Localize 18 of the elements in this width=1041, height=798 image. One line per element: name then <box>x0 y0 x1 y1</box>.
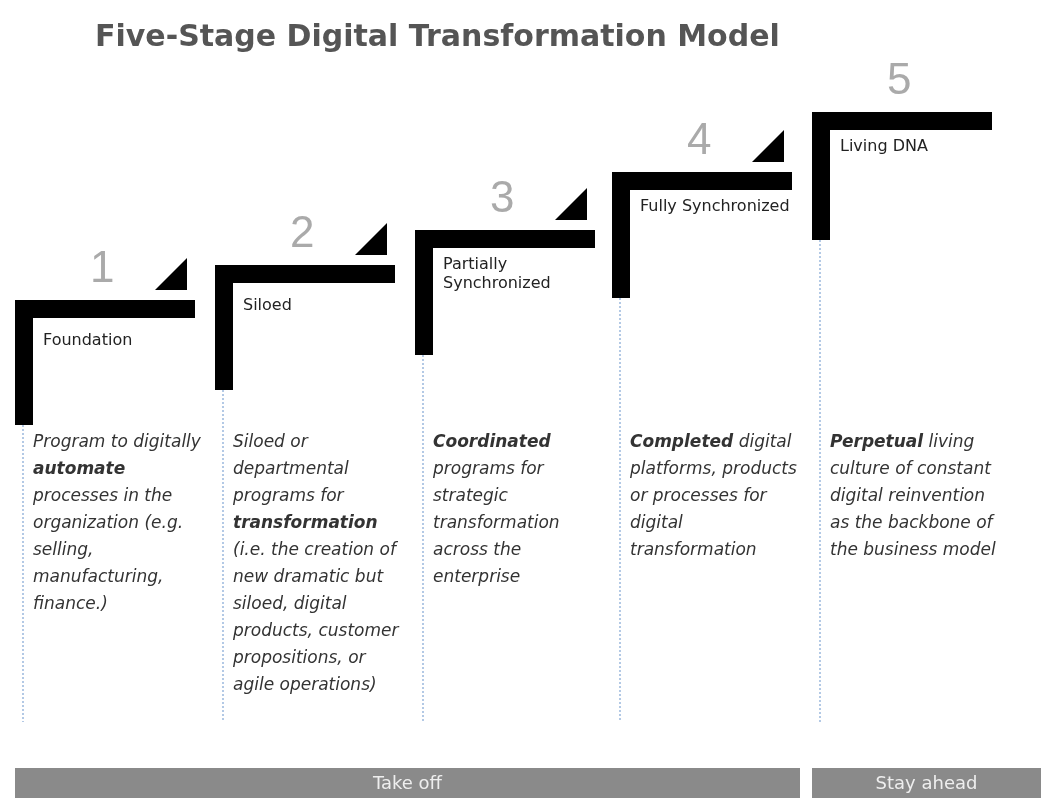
stage-description: Program to digitally automate processes in the organization (e.g. selling, manufacturing, finance.) <box>33 430 202 615</box>
stage-number: 1 <box>90 242 115 292</box>
stage-description: Completed digital platforms, products or processes for digital transformation <box>630 430 798 561</box>
stage-name: Partially Synchronized <box>443 254 552 292</box>
stage-name: Foundation <box>43 330 134 349</box>
stage-number: 3 <box>490 172 515 222</box>
stage-number: 4 <box>687 114 712 164</box>
stage-number: 5 <box>887 54 912 104</box>
stage-name: Siloed <box>243 295 293 314</box>
stage-number: 2 <box>290 207 315 257</box>
stage-description: Coordinated programs for strategic transformation across the enterprise <box>433 430 561 588</box>
title: Five-Stage Digital Transformation Model <box>95 18 780 53</box>
stage-description: Perpetual living culture of constant digital reinvention as the backbone of the business model <box>830 430 997 561</box>
phase-band: Take off <box>15 768 800 798</box>
stage-description: Siloed or departmental programs for transformation (i.e. the creation of new dramatic but siloed, digital products, customer propositions, or agile operations) <box>233 430 401 696</box>
phase-band: Stay ahead <box>812 768 1041 798</box>
stage-name: Living DNA <box>840 136 929 155</box>
stage-name: Fully Synchronized <box>640 196 791 215</box>
